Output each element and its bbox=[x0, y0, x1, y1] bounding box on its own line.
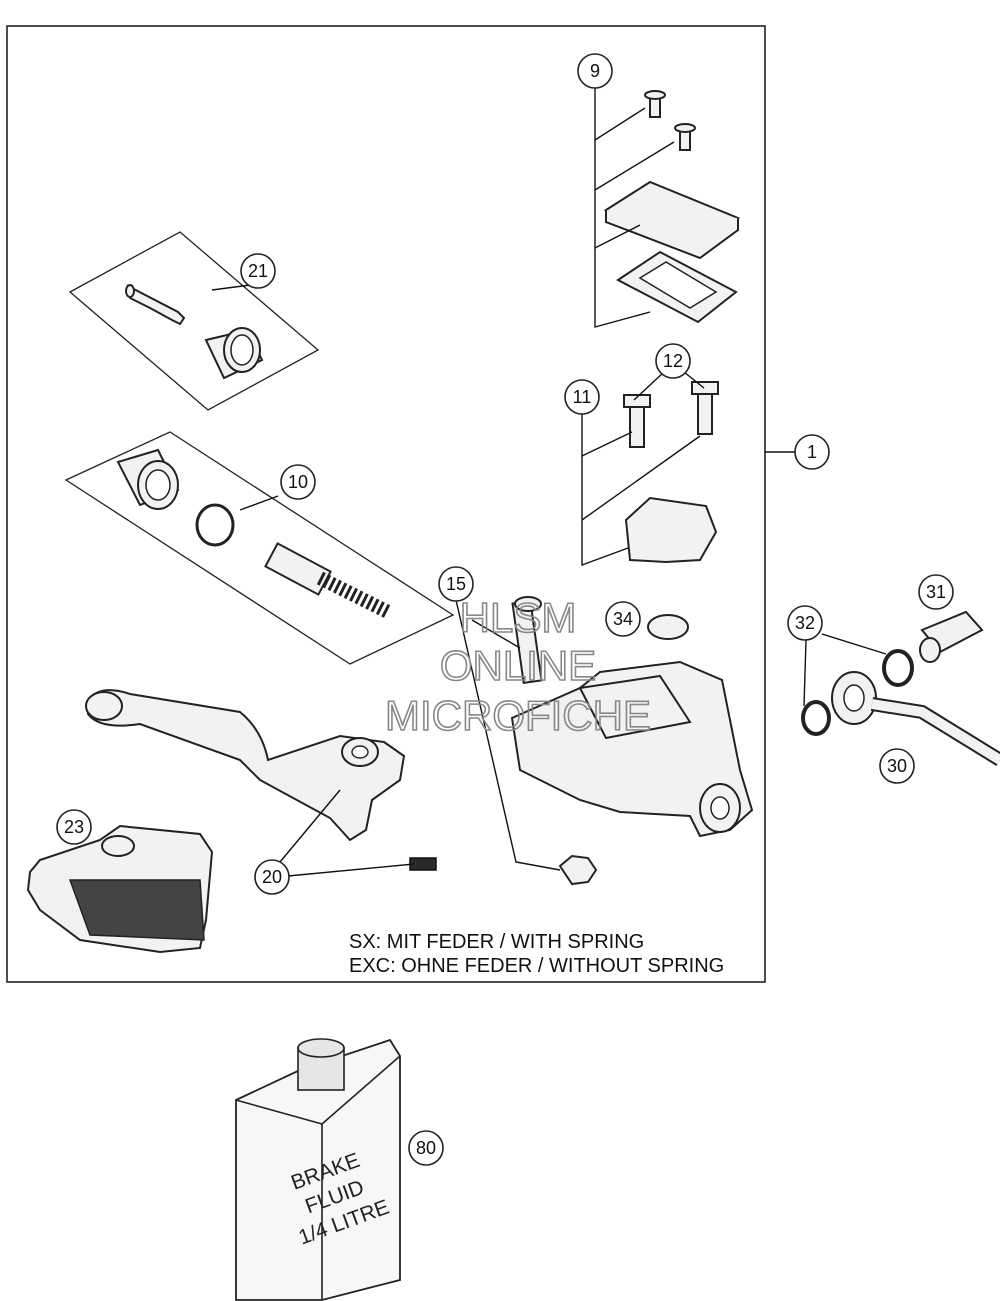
brake-fluid-can: BRAKE FLUID 1/4 LITRE bbox=[235, 1038, 401, 1301]
bushing-part bbox=[204, 327, 264, 380]
callout-34[interactable]: 34 bbox=[605, 601, 641, 637]
master-cylinder-part bbox=[510, 596, 754, 838]
watermark-line-2: ONLINE bbox=[440, 642, 596, 689]
callout-12[interactable]: 12 bbox=[655, 343, 691, 379]
brake-lever-part bbox=[85, 689, 406, 842]
nut-part bbox=[558, 854, 598, 886]
note-sx-with-spring: SX: MIT FEDER / WITH SPRING bbox=[349, 931, 644, 953]
clamp-bolts-group bbox=[623, 381, 719, 564]
kit-10-group bbox=[64, 431, 455, 665]
callout-31[interactable]: 31 bbox=[918, 574, 954, 610]
callout-11-label: 11 bbox=[573, 387, 592, 407]
callout-15-label: 15 bbox=[446, 574, 466, 594]
cup-part bbox=[116, 448, 180, 510]
callout-20-label: 20 bbox=[262, 867, 282, 887]
callout-80[interactable]: 80 bbox=[408, 1130, 444, 1166]
brake-line-group bbox=[801, 610, 1000, 766]
callout-23-label: 23 bbox=[64, 817, 84, 837]
kit-21-group bbox=[68, 231, 320, 411]
callout-23[interactable]: 23 bbox=[56, 809, 92, 845]
callout-30[interactable]: 30 bbox=[879, 748, 915, 784]
callout-10[interactable]: 10 bbox=[280, 464, 316, 500]
reservoir-cover-group bbox=[603, 90, 741, 324]
callout-1-label: 1 bbox=[807, 442, 817, 462]
callout-11[interactable]: 11 bbox=[564, 379, 600, 415]
callout-12-label: 12 bbox=[663, 351, 683, 371]
plug-part bbox=[647, 614, 689, 640]
callout-80-label: 80 bbox=[416, 1138, 436, 1158]
callout-1[interactable]: 1 bbox=[794, 434, 830, 470]
callout-9[interactable]: 9 bbox=[577, 53, 613, 89]
circlip-part bbox=[195, 503, 235, 547]
callout-15[interactable]: 15 bbox=[438, 566, 474, 602]
piston-spring-part bbox=[264, 542, 392, 619]
callout-21[interactable]: 21 bbox=[240, 253, 276, 289]
callout-32[interactable]: 32 bbox=[787, 605, 823, 641]
callout-9-label: 9 bbox=[590, 61, 600, 81]
leader-lines bbox=[211, 85, 887, 877]
pin-part bbox=[125, 284, 186, 326]
callout-10-label: 10 bbox=[288, 472, 308, 492]
callout-31-label: 31 bbox=[926, 582, 946, 602]
watermark-line-3: MICROFICHE bbox=[385, 692, 651, 739]
callout-34-label: 34 bbox=[613, 609, 633, 629]
callout-32-label: 32 bbox=[795, 613, 815, 633]
note-exc-without-spring: EXC: OHNE FEDER / WITHOUT SPRING bbox=[349, 955, 724, 977]
watermark: HLSM ONLINE MICROFICHE bbox=[384, 593, 652, 740]
lever-guard-part bbox=[26, 824, 214, 954]
callout-30-label: 30 bbox=[887, 756, 907, 776]
watermark-line-1: HLSM bbox=[460, 594, 577, 641]
assembly-frame bbox=[6, 25, 766, 983]
callout-20[interactable]: 20 bbox=[254, 859, 290, 895]
callout-21-label: 21 bbox=[248, 261, 268, 281]
